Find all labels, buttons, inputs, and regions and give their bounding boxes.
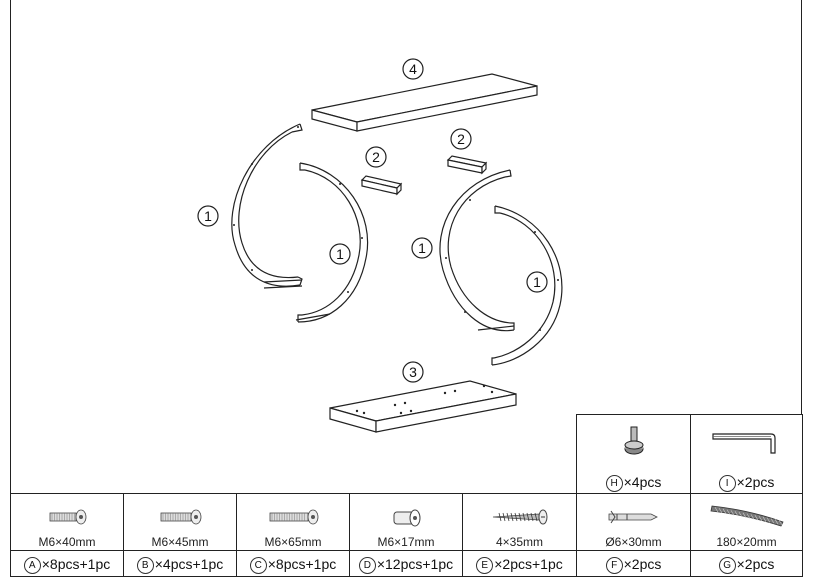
callout-part-2-right: 2 xyxy=(457,131,465,147)
allen-key-icon xyxy=(712,433,776,454)
hardware-quantity-cell-a: A×8pcs+1pc xyxy=(10,550,124,577)
hardware-quantity: ×4pcs+1pc xyxy=(154,556,224,572)
hardware-quantity: ×2pcs xyxy=(736,474,775,490)
hardware-size: M6×17mm xyxy=(377,535,435,549)
hardware-cell-i: I×2pcs xyxy=(690,414,803,494)
callout-part-2-left: 2 xyxy=(372,149,380,165)
hardware-letter: G xyxy=(718,556,736,574)
hardware-quantity-cell-d: D×12pcs+1pc xyxy=(349,550,463,577)
hardware-quantity-cell-g: G×2pcs xyxy=(690,550,803,577)
bolt-40-icon xyxy=(49,509,87,525)
hardware-quantity: ×8pcs+1pc xyxy=(41,556,111,572)
bottom-board-part xyxy=(329,380,517,433)
hardware-letter: H xyxy=(605,474,623,492)
callout-part-1-b: 1 xyxy=(336,246,344,262)
leveling-foot-icon xyxy=(624,426,644,455)
bolt-65-icon xyxy=(269,509,319,525)
wall-anchor-icon xyxy=(608,510,658,524)
barrel-nut-icon xyxy=(393,509,421,527)
hardware-size: M6×65mm xyxy=(264,535,322,549)
bolt-45-icon xyxy=(160,509,202,525)
arc-leg-left-inner xyxy=(295,162,369,323)
hardware-quantity: ×8pcs+1pc xyxy=(267,556,337,572)
hardware-letter: A xyxy=(23,556,41,574)
callout-part-1-a: 1 xyxy=(204,208,212,224)
arc-leg-right-inner xyxy=(491,205,563,366)
hardware-quantity-cell-b: B×4pcs+1pc xyxy=(123,550,237,577)
hardware-size: M6×40mm xyxy=(38,535,96,549)
crossbar-left-part xyxy=(360,175,403,196)
hardware-letter: B xyxy=(136,556,154,574)
callout-part-1-d: 1 xyxy=(533,274,541,290)
hardware-size: M6×45mm xyxy=(151,535,209,549)
hardware-cell-h: H×4pcs xyxy=(576,414,691,494)
hardware-letter: F xyxy=(605,556,623,574)
crossbar-right-part xyxy=(446,155,488,175)
wood-screw-icon xyxy=(492,509,548,525)
hardware-size: 4×35mm xyxy=(495,535,544,549)
top-board-part xyxy=(311,73,538,132)
hardware-quantity: ×2pcs+1pc xyxy=(494,556,563,572)
hardware-letter: C xyxy=(249,556,267,574)
callout-part-1-c: 1 xyxy=(418,240,426,256)
hardware-quantity: ×2pcs xyxy=(623,556,662,572)
hardware-size: 180×20mm xyxy=(716,535,777,549)
callout-part-4: 4 xyxy=(409,61,417,77)
hardware-quantity: ×2pcs xyxy=(736,556,775,572)
hardware-quantity-cell-e: E×2pcs+1pc xyxy=(462,550,577,577)
hardware-quantity-cell-c: C×8pcs+1pc xyxy=(236,550,350,577)
hardware-letter: E xyxy=(476,556,494,574)
hardware-quantity: ×12pcs+1pc xyxy=(376,556,454,572)
hardware-letter: I xyxy=(718,474,736,492)
hardware-quantity-cell-f: F×2pcs xyxy=(576,550,691,577)
hardware-size: Ø6×30mm xyxy=(605,535,662,549)
hardware-quantity: ×4pcs xyxy=(623,474,662,490)
hardware-letter: D xyxy=(358,556,376,574)
callout-part-3: 3 xyxy=(409,364,417,380)
callout-circles xyxy=(197,58,548,383)
arc-leg-left-outer xyxy=(231,123,303,289)
arc-leg-right-outer xyxy=(439,169,515,332)
anti-tip-strap-icon xyxy=(710,505,784,527)
